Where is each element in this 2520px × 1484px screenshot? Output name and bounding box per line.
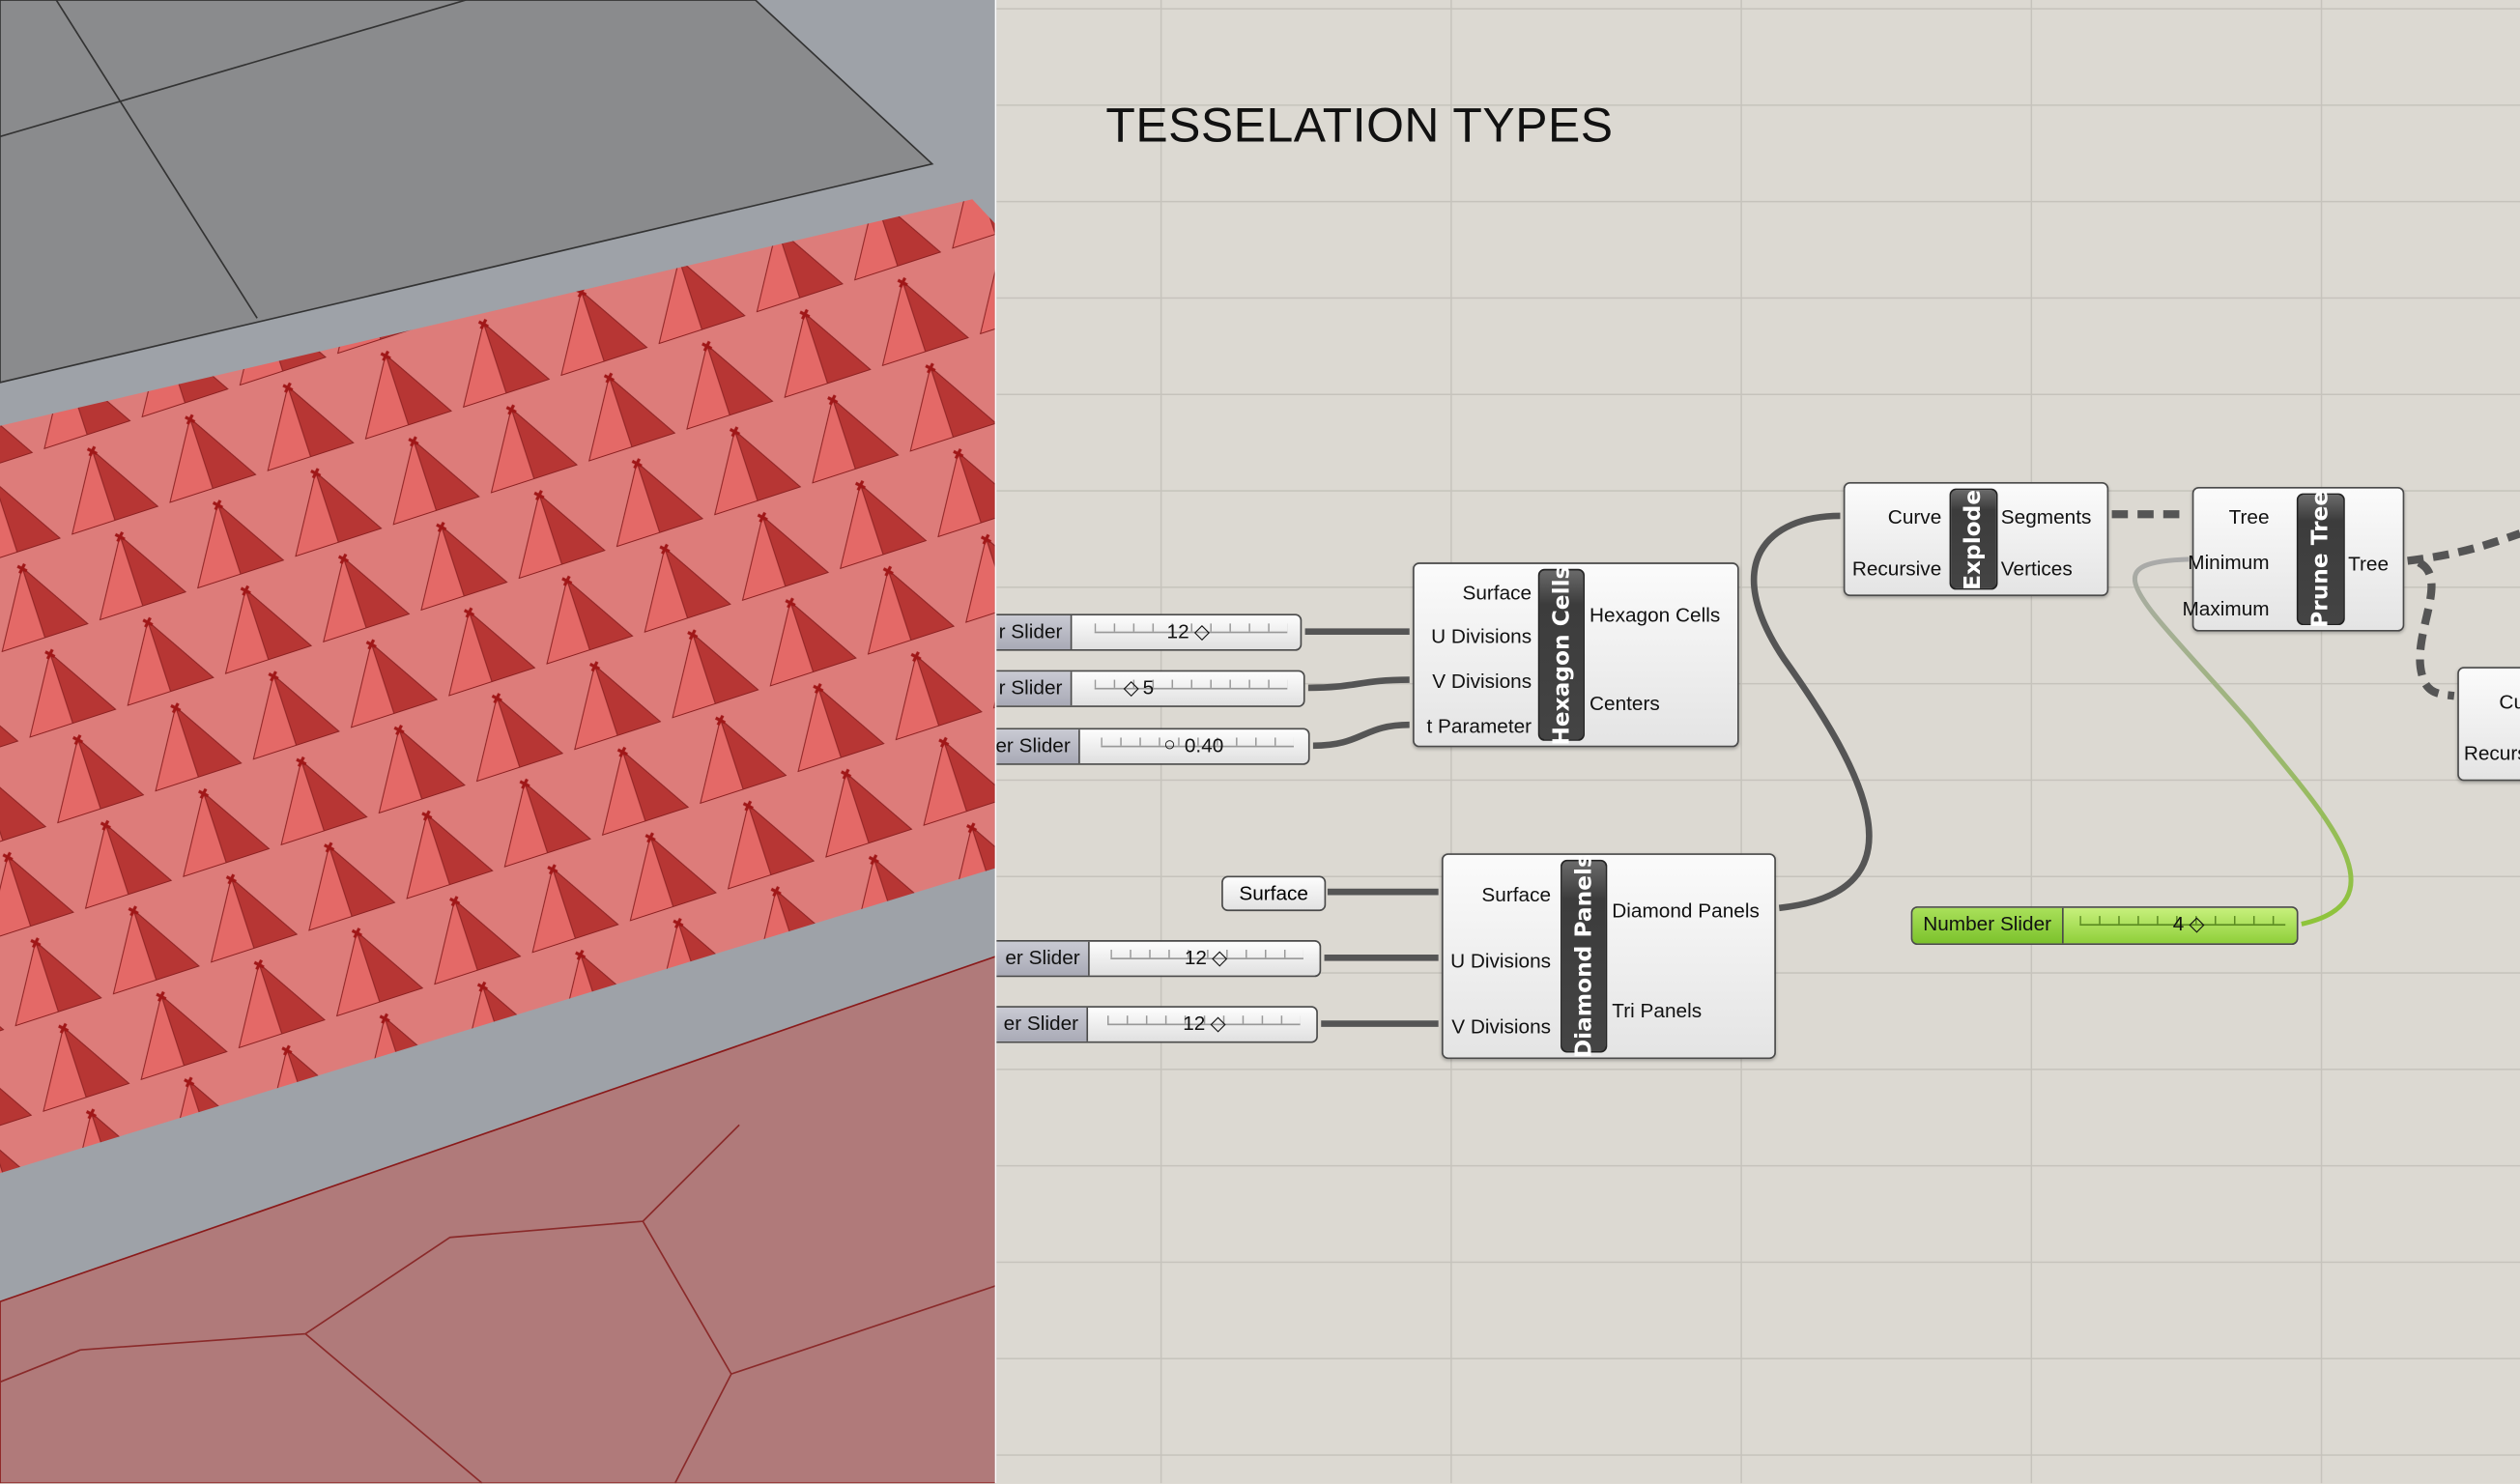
- output-diamond-panels[interactable]: Diamond Panels: [1612, 899, 1760, 923]
- viewport-render: ✖: [0, 0, 995, 1484]
- number-slider[interactable]: Number Slider 4 ◇: [1910, 906, 2299, 946]
- component-name: Diamond Panels: [1570, 854, 1597, 1059]
- pyramid-panel: [0, 199, 995, 1174]
- canvas-title: TESSELATION TYPES: [1105, 100, 1614, 154]
- input-surface[interactable]: Surface: [1462, 582, 1532, 605]
- wire-tree-down: [2416, 558, 2455, 700]
- partial-component[interactable]: Cu Recurs: [2457, 667, 2520, 782]
- output-hexagon-cells[interactable]: Hexagon Cells: [1589, 604, 1721, 627]
- input-curve[interactable]: Curve: [1887, 505, 1942, 529]
- diamond-panels-component[interactable]: Surface U Divisions V Divisions Diamond …: [1441, 853, 1776, 1060]
- slider-value: 12: [1184, 946, 1207, 969]
- slider-value: 4: [2172, 912, 2185, 936]
- surface-param[interactable]: Surface: [1221, 875, 1327, 912]
- input-surface[interactable]: Surface: [1481, 883, 1552, 907]
- slider-value: 5: [1142, 676, 1155, 699]
- input-v-divisions[interactable]: V Divisions: [1432, 670, 1532, 693]
- output-vertices[interactable]: Vertices: [2000, 557, 2073, 581]
- slider-grip-icon[interactable]: ◇: [2189, 912, 2205, 936]
- wire-v-div: [1307, 676, 1410, 692]
- component-name: Prune Tree: [2307, 490, 2334, 628]
- slider-value: 12: [1166, 620, 1189, 643]
- slider-v-divisions[interactable]: r Slider ◇ 5: [963, 670, 1305, 707]
- input-t-parameter[interactable]: t Parameter: [1426, 715, 1532, 738]
- component-name: Hexagon Cells: [1548, 564, 1575, 745]
- input-u-divisions[interactable]: U Divisions: [1431, 625, 1532, 648]
- output-segments[interactable]: Segments: [2000, 505, 2092, 529]
- wire-tree-out: [2407, 529, 2520, 565]
- explode-component[interactable]: Curve Recursive Explode Segments Vertice…: [1843, 481, 2109, 597]
- input-v-divisions[interactable]: V Divisions: [1451, 1015, 1552, 1039]
- hexagon-cells-component[interactable]: Surface U Divisions V Divisions t Parame…: [1413, 562, 1739, 748]
- slider-u-divisions[interactable]: r Slider 12 ◇: [963, 614, 1303, 651]
- output-centers[interactable]: Centers: [1589, 692, 1660, 716]
- output-tree[interactable]: Tree: [2348, 553, 2390, 576]
- hexagon-panel: [0, 956, 995, 1484]
- slider-grip-icon[interactable]: ◇: [1210, 1012, 1226, 1036]
- slider-grip-icon[interactable]: ◇: [1193, 620, 1210, 643]
- slider-grip-icon[interactable]: ○: [1163, 732, 1176, 756]
- input-tree[interactable]: Tree: [2228, 505, 2270, 529]
- slider-dp-v-divisions[interactable]: er Slider 12 ◇: [963, 1006, 1318, 1043]
- wire-diamond-explode: [1750, 512, 1873, 912]
- input-u-divisions[interactable]: U Divisions: [1450, 950, 1552, 973]
- slider-grip-icon[interactable]: ◇: [1123, 676, 1139, 699]
- wire-slider-minimum: [2132, 556, 2354, 927]
- slider-value: 0.40: [1184, 734, 1224, 757]
- slider-label: Number Slider: [1912, 907, 2064, 944]
- slider-dp-u-divisions[interactable]: er Slider 12 ◇: [963, 940, 1322, 978]
- slider-t-parameter[interactable]: er Slider ○ 0.40: [963, 728, 1310, 765]
- top-plane: [0, 0, 934, 384]
- output-tri-panels[interactable]: Tri Panels: [1612, 999, 1703, 1022]
- slider-grip-icon[interactable]: ◇: [1212, 946, 1228, 969]
- input-minimum[interactable]: Minimum: [2188, 551, 2270, 574]
- prune-tree-component[interactable]: Tree Minimum Maximum Prune Tree Tree: [2182, 486, 2405, 632]
- input-recursive[interactable]: Recursive: [1851, 557, 1942, 581]
- slider-value: 12: [1183, 1012, 1206, 1036]
- input-curve[interactable]: Cu: [2499, 691, 2520, 714]
- input-maximum[interactable]: Maximum: [2182, 597, 2270, 621]
- wire-t-param: [1312, 721, 1410, 750]
- component-name: Explode: [1961, 489, 1987, 590]
- rhino-3d-viewport[interactable]: ✖: [0, 0, 997, 1484]
- input-recursive[interactable]: Recurs: [2463, 742, 2520, 765]
